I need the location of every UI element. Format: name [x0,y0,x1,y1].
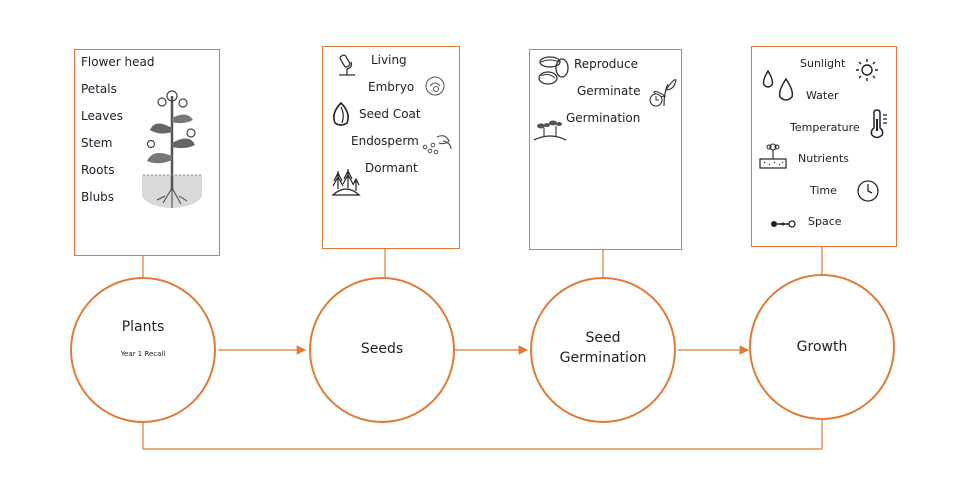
box-label-germination: Germination [566,111,641,125]
box-label-blubs: Blubs [81,190,115,204]
plants-info-box: Flower head Petals Leaves Stem Roots Blu… [74,49,220,256]
box-label-nutrients: Nutrients [798,152,849,165]
box-label-roots: Roots [81,163,115,177]
sun-icon [856,59,878,81]
plant-icon [142,90,202,208]
water-drops-icon [762,69,794,101]
box-label-endosperm: Endosperm [351,134,419,148]
seed-coat-icon [333,101,349,126]
node-title-germination-line2: Germination [559,350,647,366]
box-label-living: Living [371,53,407,67]
box-label-dormant: Dormant [365,161,418,175]
sprout-icon [533,120,567,141]
dormant-trees-icon [331,169,361,196]
seeds-icon [538,56,569,85]
germination-info-box: Reproduce Germinate Germination [529,49,682,250]
box-label-water: Water [806,89,839,102]
loop-back-line [142,419,823,450]
box-label-time: Time [810,184,837,197]
box-label-space: Space [808,215,842,228]
endosperm-icon [422,135,452,155]
box-label-petals: Petals [81,82,117,96]
node-title-germination-line1: Seed [585,330,621,346]
node-title-plants: Plants [121,319,165,335]
box-label-flower-head: Flower head [81,55,155,69]
box-label-temperature: Temperature [790,121,860,134]
box-label-stem: Stem [81,136,113,150]
box-label-germinate: Germinate [577,84,641,98]
growth-info-box: Sunlight Water Temperature Nutrients Tim… [751,46,897,247]
box-label-sunlight: Sunlight [800,57,846,70]
clock-icon [857,180,879,202]
microscope-icon [339,54,355,76]
box-label-embryo: Embryo [368,80,415,94]
seeds-info-box: Living Embryo Seed Coat Endosperm Dorman… [322,46,460,249]
box-label-leaves: Leaves [81,109,123,123]
box-label-seed-coat: Seed Coat [359,107,421,121]
node-title-growth: Growth [796,339,848,355]
germinate-clock-icon [649,79,677,107]
embryo-icon [425,76,445,96]
nutrients-icon [759,143,787,169]
node-subtitle-plants: Year 1 Recall [120,350,166,358]
space-icon [771,220,796,228]
node-title-seeds: Seeds [360,341,404,357]
box-label-reproduce: Reproduce [574,57,639,71]
thermometer-icon [870,109,887,139]
